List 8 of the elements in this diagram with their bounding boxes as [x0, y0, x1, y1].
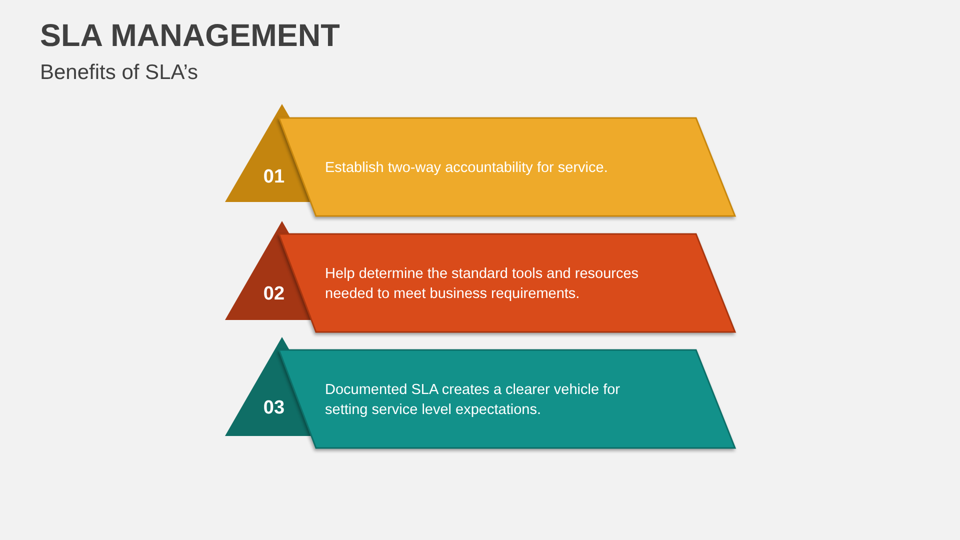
step-number: 02 [263, 284, 285, 304]
step-number: 03 [263, 398, 285, 418]
benefit-text: Documented SLA creates a clearer vehicle for setting service level expectations. [325, 381, 621, 420]
step-number: 01 [263, 166, 285, 188]
benefit-text: Help determine the standard tools and resources needed to meet business requirements. [325, 265, 640, 304]
benefit-text: Establish two-way accountability for service. [325, 159, 608, 178]
subtitle: Benefits of SLA’s [40, 60, 198, 86]
title: SLA MANAGEMENT [40, 16, 340, 54]
